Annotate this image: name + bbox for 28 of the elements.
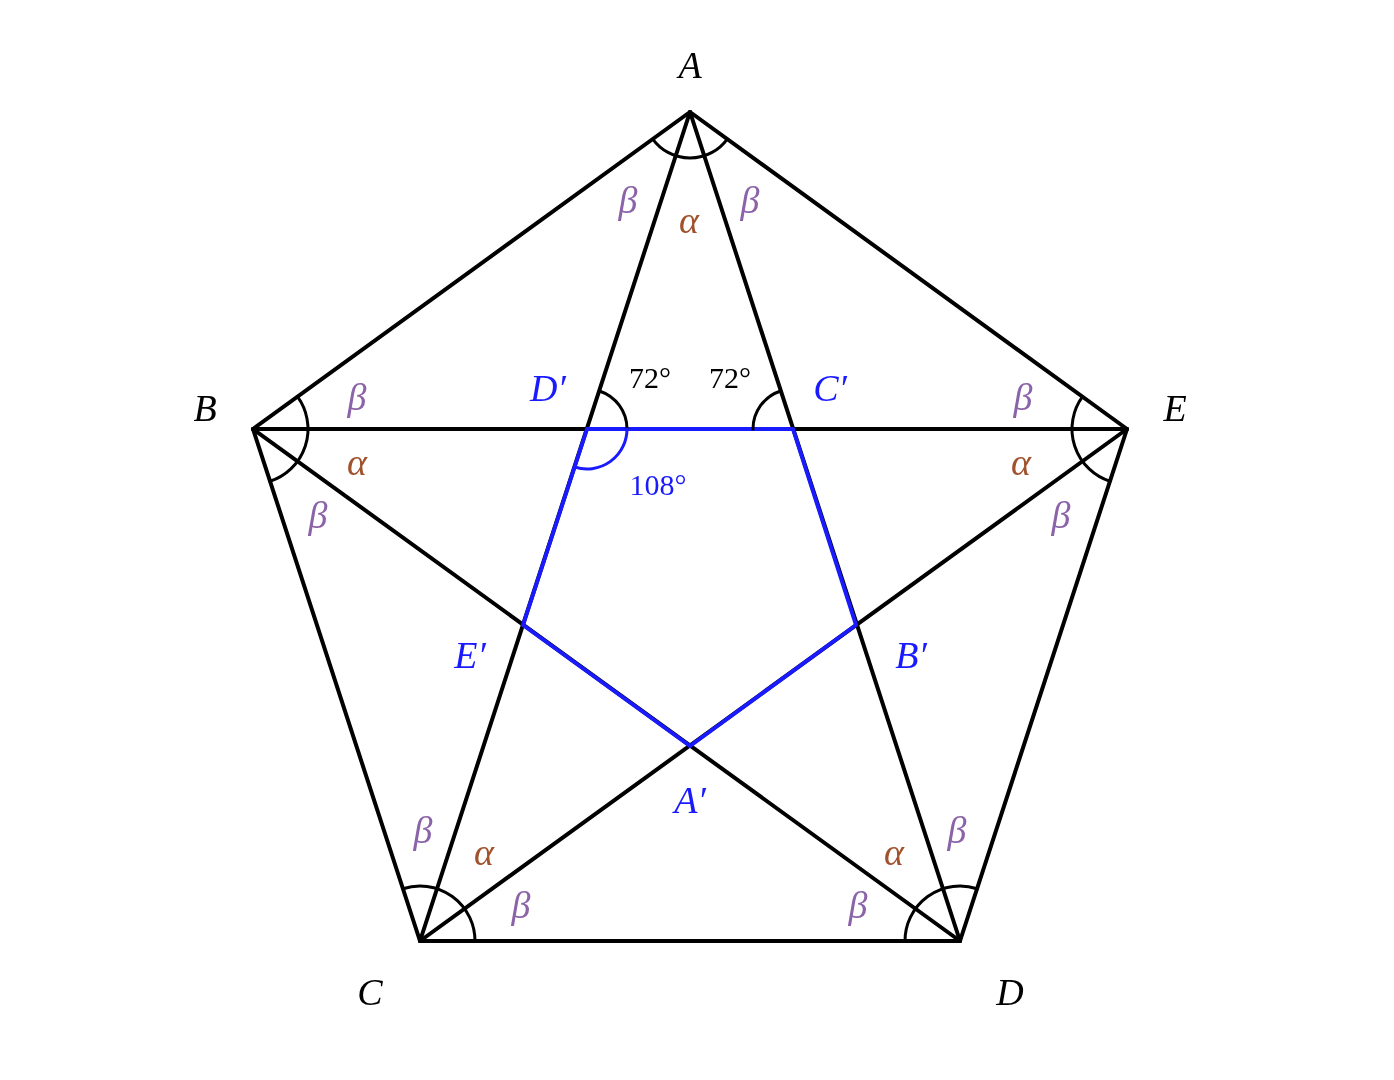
angle-label: α <box>1011 443 1031 481</box>
angle-label: α <box>474 833 494 871</box>
vertex-label: D <box>996 973 1024 1011</box>
angle-label: 108° <box>629 470 687 500</box>
point-label: E′ <box>454 636 486 674</box>
angle-label: β <box>308 496 328 534</box>
point-label: C′ <box>813 369 847 407</box>
vertex-label: E <box>1163 389 1187 427</box>
angle-label: β <box>1013 378 1033 416</box>
angle-label: 72° <box>709 363 751 393</box>
angle-label: β <box>947 811 967 849</box>
vertex-label: B <box>193 389 217 427</box>
angle-label: β <box>1051 496 1071 534</box>
angle-label: β <box>347 378 367 416</box>
angle-label: β <box>740 181 760 219</box>
angle-label: α <box>347 443 367 481</box>
angle-label: β <box>618 181 638 219</box>
point-label: A′ <box>674 781 706 819</box>
vertex-label: A <box>678 46 702 84</box>
angle-label: α <box>884 833 904 871</box>
point-label: B′ <box>895 636 927 674</box>
angle-label: β <box>511 886 531 924</box>
angle-label: 72° <box>629 363 671 393</box>
vertex-label: C <box>357 973 383 1011</box>
angle-label: β <box>848 886 868 924</box>
point-label: D′ <box>530 369 566 407</box>
angle-label: α <box>679 201 699 239</box>
angle-label: β <box>413 811 433 849</box>
